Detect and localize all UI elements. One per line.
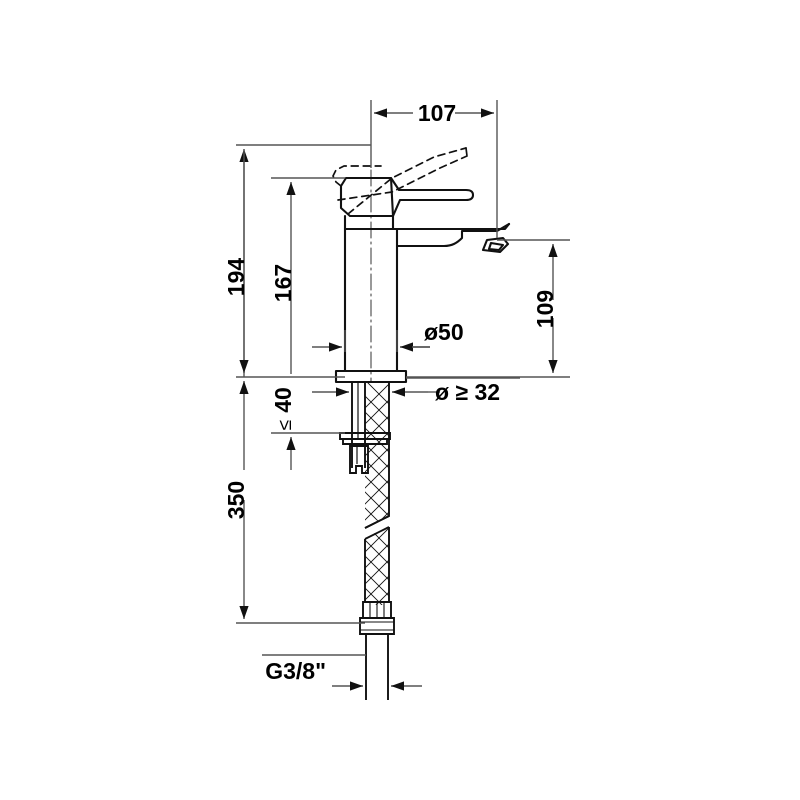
- hose-ferrule-ribs: [369, 602, 385, 618]
- lever-raised-position-dashed: [332, 147, 468, 215]
- aerator-outlet: [481, 236, 510, 254]
- hose-break-line: [364, 515, 390, 540]
- base-flange: [334, 369, 408, 384]
- shank-and-hose-group: [339, 381, 395, 700]
- dim-label-spout-reach: 107: [418, 100, 456, 126]
- dim-label-deck-thickness: 40: [270, 387, 296, 413]
- dim-label-deck-thickness-prefix: ≤: [275, 420, 296, 430]
- dimension-lines-group: [236, 100, 570, 691]
- lever-base-collar: [343, 214, 395, 231]
- dim-label-thread-size: G3/8": [265, 658, 326, 684]
- dim-label-total-height: 194: [223, 258, 249, 297]
- hose-braid-hatch-lower: [365, 526, 389, 605]
- lever-pivot-detail: [389, 176, 395, 218]
- supply-tube: [365, 634, 389, 700]
- connection-hex-nut: [359, 617, 395, 635]
- dimension-labels-group: 107 194 167 109 ø50 ø ≥ 32 40 ≤ 350 G3/8…: [223, 100, 558, 684]
- hose-braid-hatch-upper: [365, 383, 389, 527]
- dim-label-hose-length: 350: [223, 481, 249, 519]
- spout-top-edge: [395, 222, 511, 231]
- aerator-inner-detail: [487, 241, 505, 252]
- hex-nut-chamfer: [360, 621, 394, 631]
- mounting-nut: [342, 438, 388, 445]
- dim-label-spout-height: 109: [532, 290, 558, 328]
- faucet-outline-group: [332, 117, 511, 384]
- fixing-bracket: [349, 445, 369, 474]
- spout-arm: [395, 222, 511, 248]
- dim-label-body-diameter: ø50: [424, 319, 464, 345]
- dim-label-body-height: 167: [270, 264, 296, 302]
- mounting-washer: [339, 432, 391, 440]
- dim-label-hole-diameter: ø ≥ 32: [435, 379, 500, 405]
- lever-handle-body: [339, 176, 475, 218]
